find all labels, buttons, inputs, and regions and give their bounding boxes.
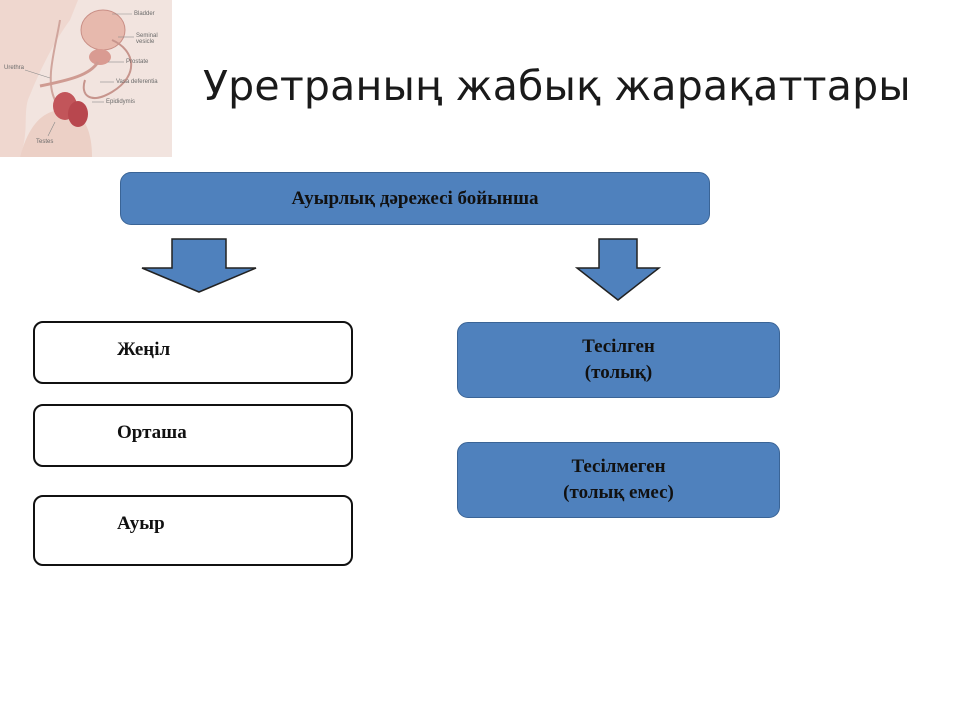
type-line1: Тесілген: [582, 336, 655, 358]
label-seminal-vesicle: Seminal vesicle: [136, 33, 158, 45]
label-epididymis: Epididymis: [106, 99, 136, 105]
type-line2: (толық): [584, 362, 653, 383]
down-arrow-right-icon: [575, 238, 661, 301]
anatomy-illustration: [0, 0, 172, 157]
label-prostate: Prostate: [126, 59, 149, 65]
anatomy-image: Bladder Seminal vesicle Urethra Prostate…: [0, 0, 172, 157]
severity-label: Жеңіл: [117, 339, 171, 360]
severity-label: Ауыр: [117, 513, 165, 534]
type-line1: Тесілмеген: [571, 456, 666, 478]
type-line2: (толық емес): [563, 482, 674, 503]
header-box-label: Ауырлық дәрежесі бойынша: [291, 187, 539, 209]
severity-label: Орташа: [117, 422, 187, 443]
severity-box-moderate: Орташа: [33, 404, 353, 467]
severity-box-severe: Ауыр: [33, 495, 353, 566]
slide-title: Уретраның жабық жарақаттары: [203, 62, 911, 110]
label-urethra: Urethra: [4, 65, 25, 71]
label-bladder: Bladder: [134, 11, 155, 17]
type-box-non-penetrating: Тесілмеген (толық емес): [457, 442, 780, 518]
header-box: Ауырлық дәрежесі бойынша: [120, 172, 710, 225]
down-arrow-left-icon: [141, 238, 257, 293]
label-vasa-deferentia: Vasa deferentia: [116, 79, 158, 85]
type-box-penetrating: Тесілген (толық): [457, 322, 780, 398]
label-testes: Testes: [36, 139, 54, 145]
severity-box-mild: Жеңіл: [33, 321, 353, 384]
